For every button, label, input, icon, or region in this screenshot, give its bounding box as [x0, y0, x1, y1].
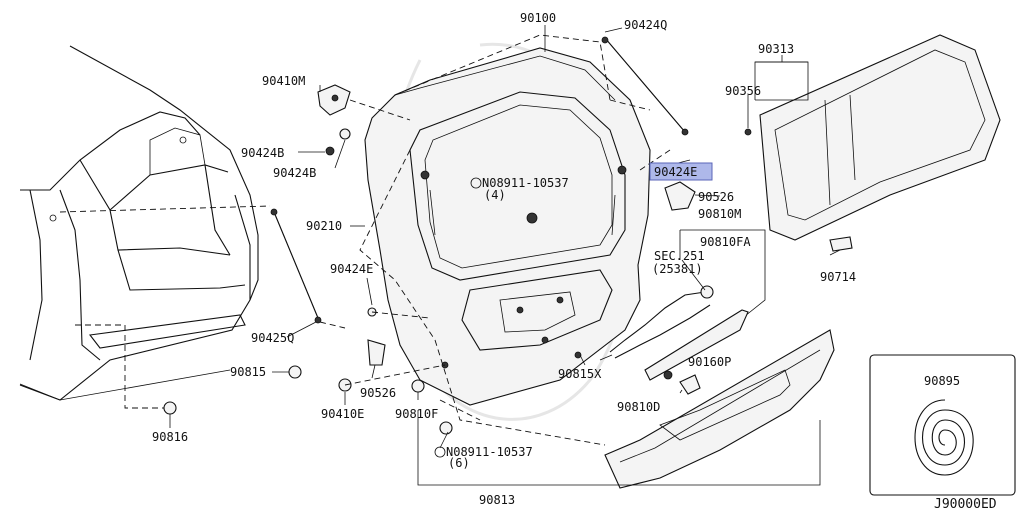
label-25381: (25381): [652, 262, 703, 276]
label-90810m: 90810M: [698, 207, 741, 221]
label-90410e: 90410E: [321, 407, 364, 421]
label-90210: 90210: [306, 219, 342, 233]
label-90424e: 90424E: [330, 262, 373, 276]
vehicle-rear-body: [19, 45, 259, 401]
back-door-finisher: [417, 309, 835, 489]
label-90100: 90100: [520, 11, 556, 25]
bracket-90526: [664, 181, 696, 211]
back-door-panel: [364, 47, 651, 406]
label-08911-bottom: N08911-10537: [446, 445, 533, 459]
label-90424b-2: 90424B: [273, 166, 316, 180]
label-90425q: 90425Q: [251, 331, 294, 345]
label-sec251: SEC.251: [654, 249, 705, 263]
wiring-harness: [599, 285, 714, 361]
gas-strut-90425q: [59, 205, 346, 329]
label-90810fa: 90810FA: [700, 235, 751, 249]
label-90356: 90356: [725, 84, 761, 98]
diagram-code: J90000ED: [934, 497, 997, 510]
part-labels: 90100 90424Q 90313 90356 90410M 90424B 9…: [152, 11, 997, 512]
label-90410m: 90410M: [262, 74, 305, 88]
label-08911-bottom-qty: (6): [448, 456, 470, 470]
label-90815: 90815: [230, 365, 266, 379]
label-90313: 90313: [758, 42, 794, 56]
rear-window-glass: [744, 34, 1001, 252]
label-90714: 90714: [820, 270, 856, 284]
hinge-90410m: [317, 84, 411, 156]
label-90424q: 90424Q: [624, 18, 667, 32]
outline-90100: [359, 34, 651, 446]
highlight-90424e: [649, 162, 713, 181]
label-08911-top-qty: (4): [484, 188, 506, 202]
label-90816: 90816: [152, 430, 188, 444]
label-90813: 90813: [479, 493, 515, 507]
label-90526-right: 90526: [698, 190, 734, 204]
label-90810f: 90810F: [395, 407, 438, 421]
bracket-lines-90810: [679, 229, 766, 321]
label-08911-top: N08911-10537: [482, 176, 569, 190]
label-90526-left: 90526: [360, 386, 396, 400]
label-90424e-selected[interactable]: 90424E: [654, 165, 697, 179]
label-90424b-1: 90424B: [241, 146, 284, 160]
label-90160p: 90160P: [688, 355, 731, 369]
label-90895: 90895: [924, 374, 960, 388]
label-90815x: 90815X: [558, 367, 602, 381]
gas-strut-90424q: [601, 36, 689, 171]
fasteners: [75, 307, 453, 435]
inset-box-90895: [869, 354, 1016, 496]
label-90810d: 90810D: [617, 400, 660, 414]
